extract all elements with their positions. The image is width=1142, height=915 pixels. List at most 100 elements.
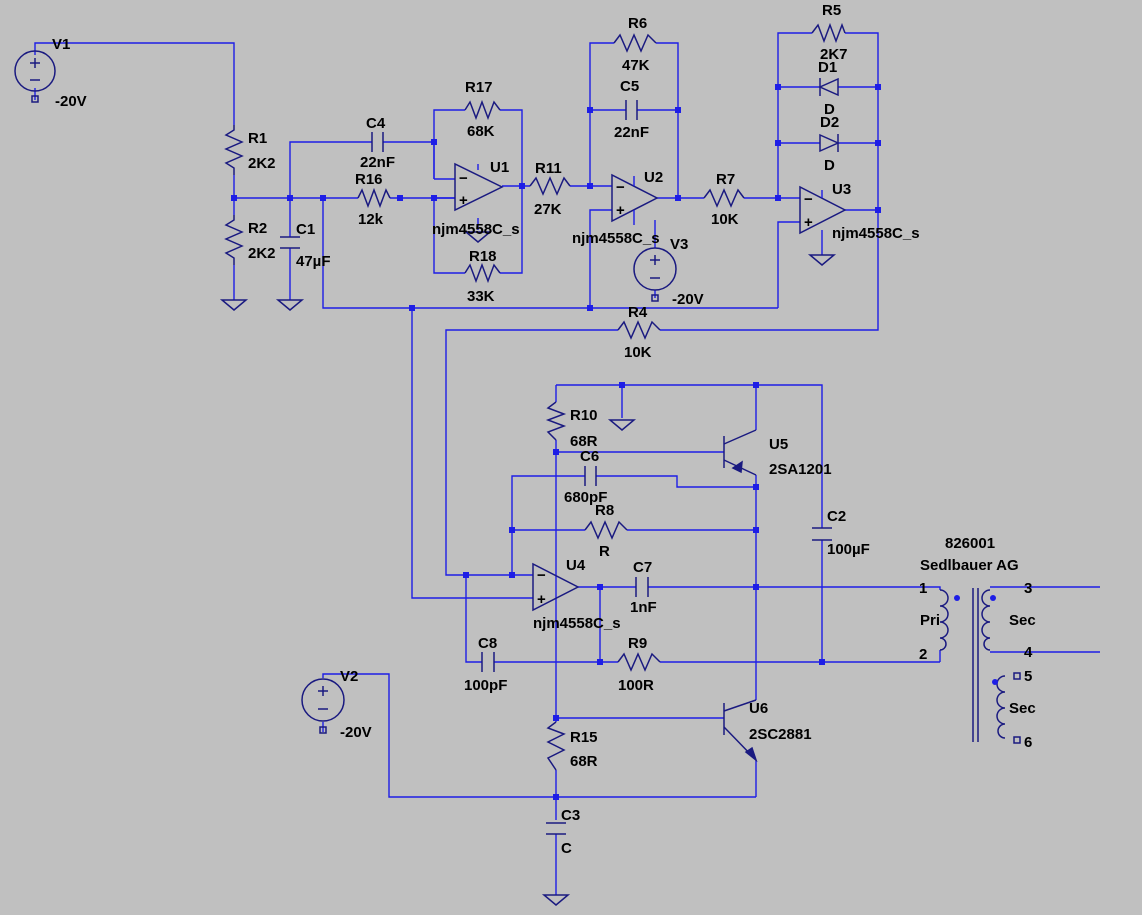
r8-ref: R8 <box>595 502 614 519</box>
u3-value: njm4558C_s <box>832 225 920 242</box>
c8-value: 100pF <box>464 677 507 694</box>
v2-value: -20V <box>340 724 372 741</box>
sources <box>14 50 677 734</box>
v1-value: -20V <box>55 93 87 110</box>
transformer-secondary-2-label: Sec <box>1009 700 1036 717</box>
r10-value: 68R <box>570 433 598 450</box>
c4-value: 22nF <box>360 154 395 171</box>
labels: V1 -20V R1 2K2 R2 2K2 C1 47µF C4 22nF R1… <box>52 2 1036 857</box>
transformer-pin-2: 2 <box>919 646 927 663</box>
voltage-source-v1-symbol <box>14 50 56 103</box>
d2-value: D <box>824 157 835 174</box>
u1-ref: U1 <box>490 159 509 176</box>
u6-ref: U6 <box>749 700 768 717</box>
r18-ref: R18 <box>469 248 497 265</box>
opamp-u4-minus: − <box>537 567 546 584</box>
r16-value: 12k <box>358 211 384 228</box>
capacitor-c8-symbol <box>481 652 495 672</box>
ground-r2-icon <box>219 299 249 311</box>
r16-ref: R16 <box>355 171 383 188</box>
resistor-r10-symbol <box>545 401 567 441</box>
capacitor-c7-symbol <box>635 577 649 597</box>
opamp-u4-symbol: − + <box>532 562 580 612</box>
transistor-u5-symbol <box>723 429 757 476</box>
r17-ref: R17 <box>465 79 493 96</box>
resistor-r9-symbol <box>617 652 661 672</box>
r15-ref: R15 <box>570 729 598 746</box>
c1-value: 47µF <box>296 253 331 270</box>
transformer-maker: Sedlbauer AG <box>920 557 1019 574</box>
capacitor-c6-symbol <box>584 466 597 486</box>
transistors <box>723 429 758 763</box>
wires <box>34 32 1100 895</box>
capacitor-c5-symbol <box>625 100 638 120</box>
r6-ref: R6 <box>628 15 647 32</box>
c5-value: 22nF <box>614 124 649 141</box>
transformer-part: 826001 <box>945 535 995 552</box>
c3-value: C <box>561 840 572 857</box>
r6-value: 47K <box>622 57 650 74</box>
opamps: − + − + − + − + <box>454 162 847 612</box>
opamp-u1-symbol: − + <box>454 162 504 212</box>
c2-ref: C2 <box>827 508 846 525</box>
c7-value: 1nF <box>630 599 657 616</box>
resistor-r16-symbol <box>357 187 391 209</box>
r11-value: 27K <box>534 201 562 218</box>
opamp-u2-plus: + <box>616 202 625 219</box>
resistor-r2-symbol <box>224 215 244 265</box>
resistor-r8-symbol <box>584 520 628 540</box>
r1-value: 2K2 <box>248 155 276 172</box>
voltage-source-v2-symbol <box>301 678 345 734</box>
u2-ref: U2 <box>644 169 663 186</box>
c7-ref: C7 <box>633 559 652 576</box>
resistor-r1-symbol <box>224 125 244 175</box>
c2-value: 100µF <box>827 541 870 558</box>
resistor-r6-symbol <box>613 33 657 53</box>
junctions <box>231 84 881 800</box>
grounds <box>219 231 837 906</box>
voltage-source-v3-symbol <box>633 247 677 302</box>
r2-ref: R2 <box>248 220 267 237</box>
opamp-u1-plus: + <box>459 192 468 209</box>
c4-ref: C4 <box>366 115 386 132</box>
r9-value: 100R <box>618 677 654 694</box>
opamp-u3-plus: + <box>804 214 813 231</box>
r2-value: 2K2 <box>248 245 276 262</box>
u5-value: 2SA1201 <box>769 461 832 478</box>
u4-ref: U4 <box>566 557 586 574</box>
r10-ref: R10 <box>570 407 598 424</box>
ground-c1-icon <box>275 299 305 311</box>
d1-ref: D1 <box>818 59 837 76</box>
opamp-u3-symbol: − + <box>799 185 847 235</box>
opamp-u1-minus: − <box>459 170 468 187</box>
r17-value: 68K <box>467 123 495 140</box>
transformer-secondary-1-label: Sec <box>1009 612 1036 629</box>
ground-u3-icon <box>807 254 837 266</box>
r9-ref: R9 <box>628 635 647 652</box>
transformer-primary-label: Pri <box>920 612 940 629</box>
c8-ref: C8 <box>478 635 497 652</box>
diodes <box>818 77 840 153</box>
u3-ref: U3 <box>832 181 851 198</box>
opamp-u4-plus: + <box>537 591 546 608</box>
resistor-r18-symbol <box>464 262 501 284</box>
r1-ref: R1 <box>248 130 267 147</box>
r18-value: 33K <box>467 288 495 305</box>
u6-value: 2SC2881 <box>749 726 812 743</box>
u5-ref: U5 <box>769 436 788 453</box>
r5-value: 2K7 <box>820 46 848 63</box>
transistor-u6-symbol <box>723 699 758 763</box>
r7-ref: R7 <box>716 171 735 188</box>
opamp-u2-minus: − <box>616 179 625 196</box>
ground-top-rail-icon <box>607 419 637 431</box>
v2-ref: V2 <box>340 668 358 685</box>
diode-d1-symbol <box>818 77 839 97</box>
r8-value: R <box>599 543 610 560</box>
capacitor-c4-symbol <box>371 132 384 152</box>
r4-ref: R4 <box>628 304 648 321</box>
ground-u1-icon <box>463 231 493 243</box>
capacitors <box>280 100 832 835</box>
r11-ref: R11 <box>535 160 562 177</box>
transformer-pin-1: 1 <box>919 580 927 597</box>
